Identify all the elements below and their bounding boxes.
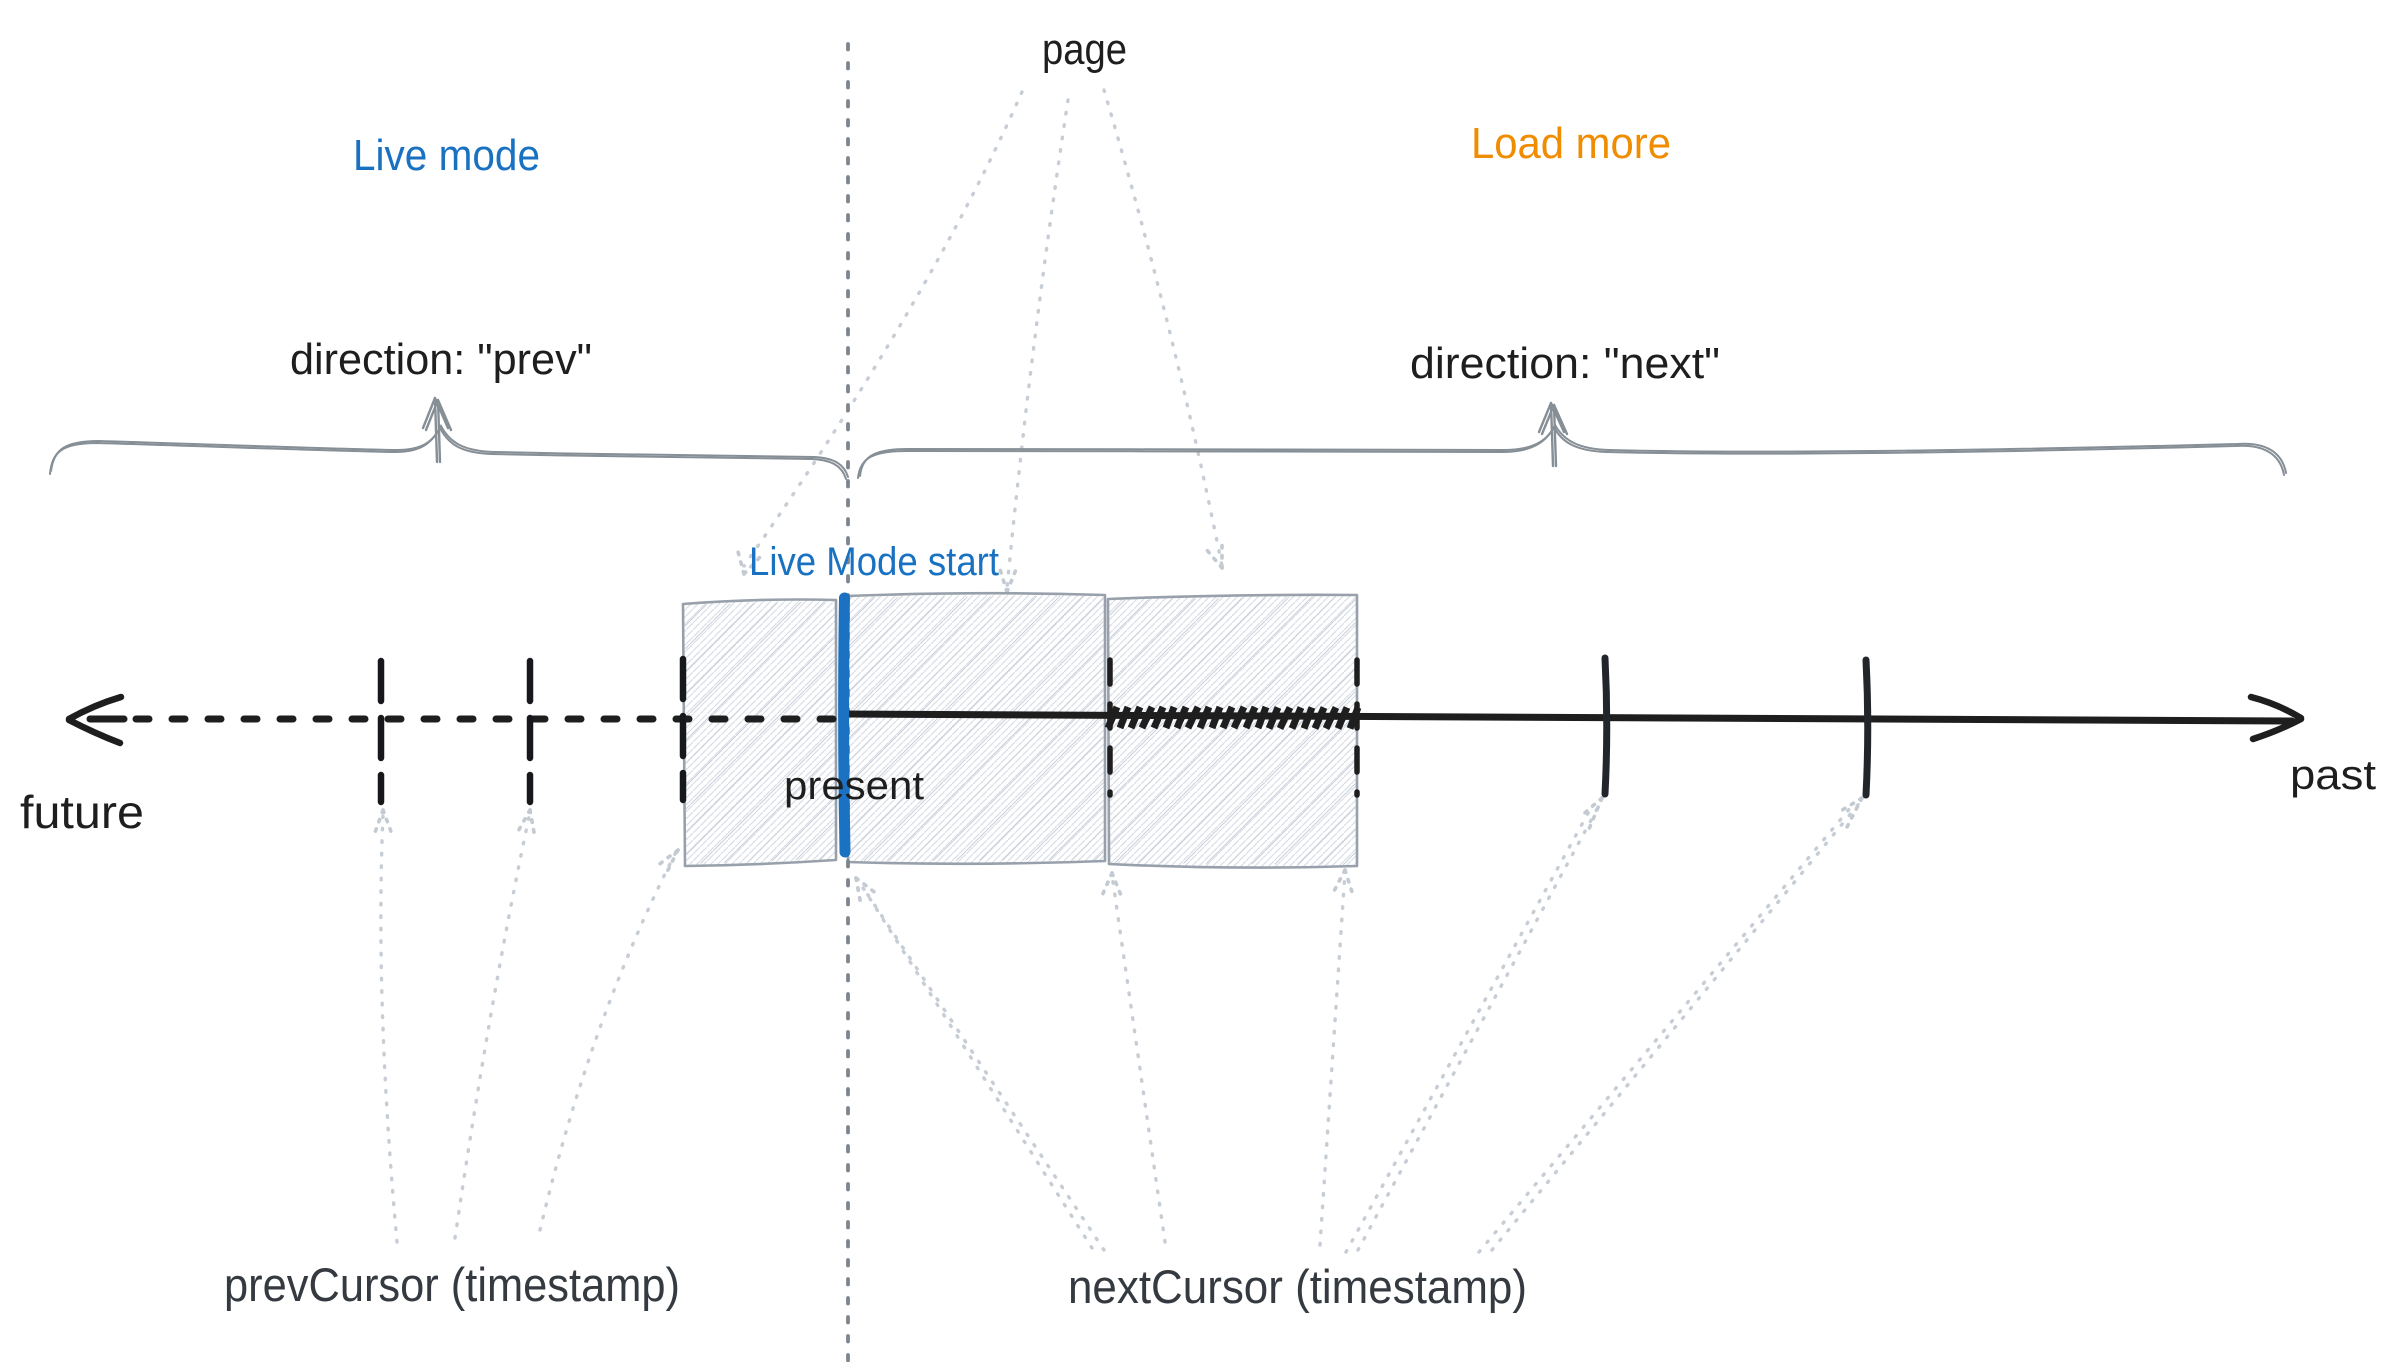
svg-text:present: present: [784, 764, 924, 808]
svg-text:Load more: Load more: [1471, 119, 1671, 168]
svg-text:Live mode: Live mode: [353, 131, 540, 180]
svg-text:direction: "prev": direction: "prev": [290, 335, 592, 384]
svg-text:nextCursor (timestamp): nextCursor (timestamp): [1068, 1260, 1527, 1313]
svg-text:direction: "next": direction: "next": [1410, 339, 1720, 388]
svg-text:page: page: [1042, 25, 1127, 74]
svg-text:prevCursor (timestamp): prevCursor (timestamp): [224, 1258, 680, 1311]
svg-text:future: future: [20, 786, 144, 838]
svg-text:past: past: [2290, 751, 2376, 798]
svg-text:Live Mode start: Live Mode start: [749, 540, 999, 584]
